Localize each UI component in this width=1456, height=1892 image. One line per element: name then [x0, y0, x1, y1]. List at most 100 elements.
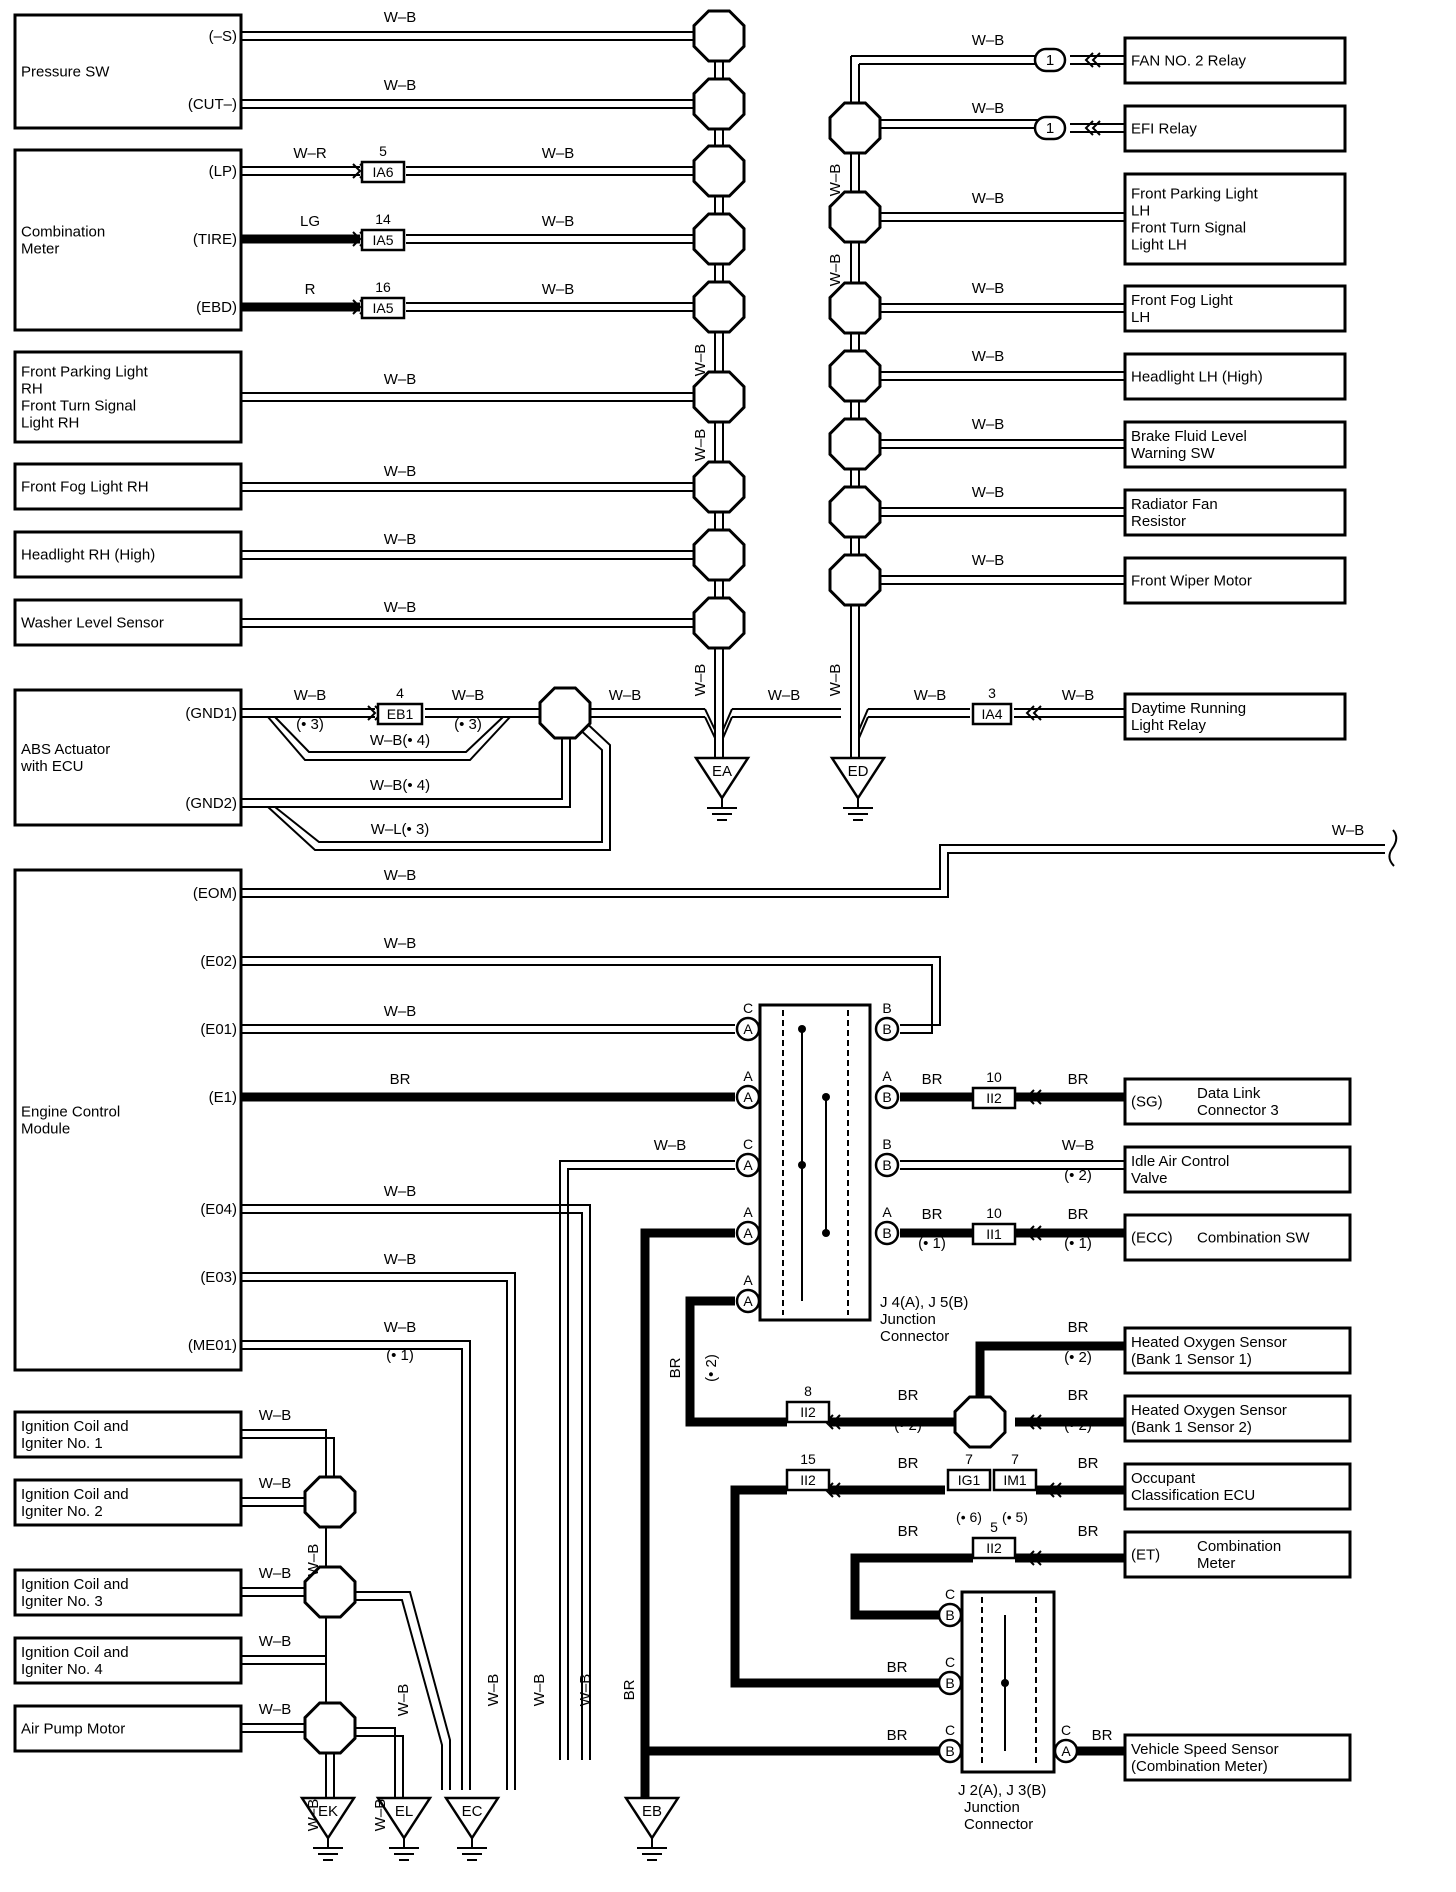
junction-pin-number: A	[743, 1272, 753, 1288]
wire-label-vertical: W–B	[531, 1674, 548, 1707]
wire-label: W–B	[259, 1475, 292, 1492]
wire-label: BR	[390, 1071, 411, 1088]
junction-pin-label: B	[945, 1743, 954, 1759]
wire-label: W–B	[972, 484, 1005, 501]
component-apm	[13, 1704, 243, 1753]
pin-label: (ECC)	[1131, 1230, 1173, 1247]
ground-symbol	[443, 1796, 501, 1841]
connector-arrow	[1032, 1225, 1042, 1241]
component-iac	[1123, 1145, 1352, 1194]
component-ig2	[13, 1478, 243, 1527]
wire-label: W–B	[972, 348, 1005, 365]
wire-label-vertical: W–B	[692, 429, 709, 462]
ground-symbol	[623, 1796, 681, 1841]
junction-pin-number: B	[882, 1000, 891, 1016]
wire-label: W–B	[384, 531, 417, 548]
component-abs	[13, 688, 243, 827]
junction-pin	[735, 1220, 761, 1246]
relay-pin	[1033, 115, 1067, 141]
component-label: Resistor	[1131, 513, 1186, 530]
connector-label: IG1	[958, 1472, 981, 1488]
component-ho2	[1123, 1394, 1352, 1443]
wire-label: W–B(• 4)	[370, 732, 430, 749]
component-label: Ignition Coil and	[21, 1576, 129, 1593]
connector-arrow	[831, 1414, 841, 1430]
wire-label: W–B	[972, 32, 1005, 49]
inline-connector	[971, 702, 1013, 726]
connector-arrow	[1045, 1482, 1055, 1498]
wire-label: BR	[1068, 1387, 1089, 1404]
junction-pin-number: C	[945, 1586, 955, 1602]
component-drl	[1123, 692, 1347, 741]
junction-pin	[735, 1084, 761, 1110]
connector-label: IA4	[981, 706, 1002, 722]
connector-label: II2	[800, 1472, 816, 1488]
ground-symbol	[829, 756, 887, 801]
component-label: Headlight RH (High)	[21, 547, 155, 564]
wire-label: BR	[1068, 1319, 1089, 1336]
wire-label-vertical: BR	[621, 1679, 638, 1700]
connector-arrow	[352, 299, 362, 315]
wire-label: BR	[887, 1659, 908, 1676]
component-efi	[1123, 104, 1347, 153]
pin-label: (E01)	[200, 1021, 237, 1038]
component-label: Washer Level Sensor	[21, 615, 164, 632]
wire-label: W–B	[972, 280, 1005, 297]
component-label: Data Link	[1197, 1085, 1261, 1102]
splice-point	[692, 596, 746, 650]
component-rfr	[1123, 488, 1347, 537]
junction-title: J 4(A), J 5(B)	[880, 1294, 968, 1311]
connector-arrow	[1025, 705, 1035, 721]
connector-label: IM1	[1003, 1472, 1027, 1488]
pin-label: (SG)	[1131, 1094, 1163, 1111]
component-label: EFI Relay	[1131, 121, 1197, 138]
junction-pin-label: A	[743, 1021, 753, 1037]
ground-label: EK	[318, 1803, 338, 1820]
wire-label: BR	[898, 1523, 919, 1540]
junction-subtitle: Connector	[880, 1328, 949, 1345]
wire-label: BR	[1078, 1455, 1099, 1472]
component-label: (Bank 1 Sensor 2)	[1131, 1419, 1252, 1436]
wire-label-vertical: W–B	[395, 1684, 412, 1717]
component-label: Front Parking Light	[21, 364, 149, 381]
wire-label: W–B	[384, 1003, 417, 1020]
wire-label: W–B	[384, 1183, 417, 1200]
wire-label: W–B	[1332, 822, 1365, 839]
junction-connector-j4	[758, 1003, 872, 1322]
component-label: Air Pump Motor	[21, 1721, 125, 1738]
junction-pin	[874, 1016, 900, 1042]
inline-connector	[360, 160, 406, 184]
connector-arrow	[1025, 1414, 1035, 1430]
component-fflh	[1123, 284, 1347, 333]
wire-label-vertical: W–B	[372, 1799, 389, 1832]
junction-pin-label: A	[743, 1157, 753, 1173]
inline-connector	[992, 1468, 1038, 1492]
component-label: Module	[21, 1121, 70, 1138]
junction-pin	[874, 1152, 900, 1178]
component-label: Light Relay	[1131, 717, 1207, 734]
wire-label: W–B	[914, 687, 947, 704]
junction-subtitle: Connector	[964, 1816, 1033, 1833]
component-label: Vehicle Speed Sensor	[1131, 1741, 1279, 1758]
pin-label: (CUT–)	[188, 96, 237, 113]
ground-label: ED	[848, 763, 869, 780]
ground-symbol	[693, 756, 751, 801]
wire-label: W–B	[384, 867, 417, 884]
connector-arrow	[1032, 1414, 1042, 1430]
wire-label: (• 2)	[1064, 1167, 1092, 1184]
wire-label: (• 3)	[296, 716, 324, 733]
splice-point	[692, 9, 746, 63]
ground-lines	[637, 1838, 667, 1861]
wire-label: W–B	[259, 1407, 292, 1424]
connector-pin-number: 4	[396, 685, 404, 701]
connector-label: IA5	[372, 232, 393, 248]
wire-label: (• 2)	[1064, 1349, 1092, 1366]
component-label: Igniter No. 4	[21, 1661, 103, 1678]
wire-label: BR	[887, 1727, 908, 1744]
splice-point	[828, 349, 882, 403]
ground-label: EL	[395, 1803, 413, 1820]
component-label: Front Wiper Motor	[1131, 573, 1252, 590]
junction-pin-number: A	[743, 1068, 753, 1084]
component-label: Light LH	[1131, 237, 1187, 254]
wire-label: W–B	[384, 1251, 417, 1268]
